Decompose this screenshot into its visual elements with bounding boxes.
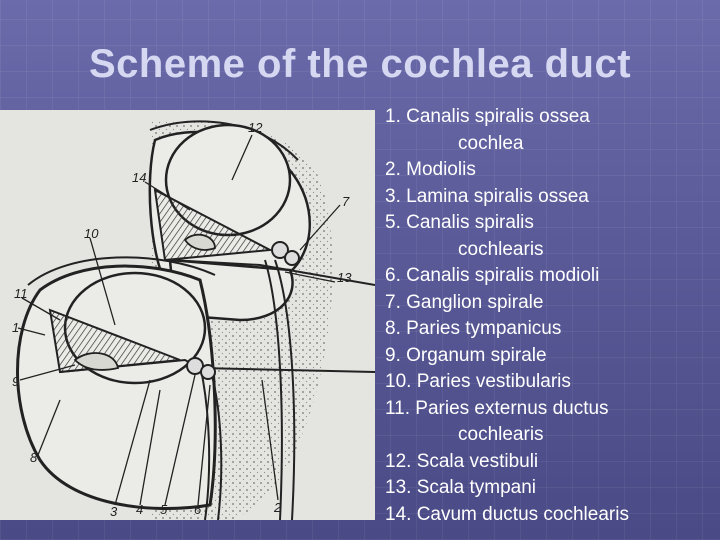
legend-item-continuation: cochlearis bbox=[458, 424, 544, 445]
legend-item-continuation: cochlearis bbox=[458, 238, 544, 260]
figure-label: 4 bbox=[136, 502, 143, 517]
legend-item: 2. Modiolis bbox=[385, 159, 476, 180]
figure-label: 8 bbox=[30, 450, 38, 465]
figure-label: 9 bbox=[12, 374, 19, 389]
legend-item: 1. Canalis spiralis ossea bbox=[385, 106, 590, 127]
figure-label: 3 bbox=[110, 504, 118, 519]
legend-item: 11. Paries externus ductus bbox=[385, 397, 609, 419]
legend-item-continuation: cochlea bbox=[458, 132, 524, 154]
legend-item: 8. Paries tympanicus bbox=[385, 318, 562, 339]
figure-label: 13 bbox=[337, 270, 352, 285]
legend-item: 7. Ganglion spirale bbox=[385, 291, 544, 313]
legend-item: 3. Lamina spiralis ossea bbox=[385, 185, 589, 207]
legend-item: 12. Scala vestibuli bbox=[385, 450, 539, 472]
legend-item: 13. Scala tympani bbox=[385, 477, 537, 498]
cochlea-diagram: 12 14 7 10 13 11 1 9 8 3 4 5 6 2 bbox=[0, 110, 375, 520]
figure-label: 12 bbox=[248, 120, 263, 135]
legend-item: 10. Paries vestibularis bbox=[385, 371, 571, 392]
legend-item: 6. Canalis spiralis modioli bbox=[385, 265, 600, 286]
figure-label: 2 bbox=[273, 500, 282, 515]
cochlea-drawing: 12 14 7 10 13 11 1 9 8 3 4 5 6 2 bbox=[0, 110, 375, 520]
figure-label: 1 bbox=[12, 320, 19, 335]
figure-label: 11 bbox=[14, 286, 28, 301]
legend-list: 1. Canalis spiralis ossea cochlea 2. Mod… bbox=[385, 104, 715, 528]
figure-label: 14 bbox=[132, 170, 146, 185]
figure-label: 5 bbox=[160, 502, 168, 517]
figure-label: 6 bbox=[194, 502, 202, 517]
legend-item: 5. Canalis spiralis bbox=[385, 212, 534, 233]
figure-label: 7 bbox=[342, 194, 350, 209]
figure-label: 10 bbox=[84, 226, 99, 241]
slide-title: Scheme of the cochlea duct bbox=[88, 42, 632, 86]
legend-item: 14. Cavum ductus cochlearis bbox=[385, 503, 629, 525]
legend-item: 9. Organum spirale bbox=[385, 344, 547, 366]
